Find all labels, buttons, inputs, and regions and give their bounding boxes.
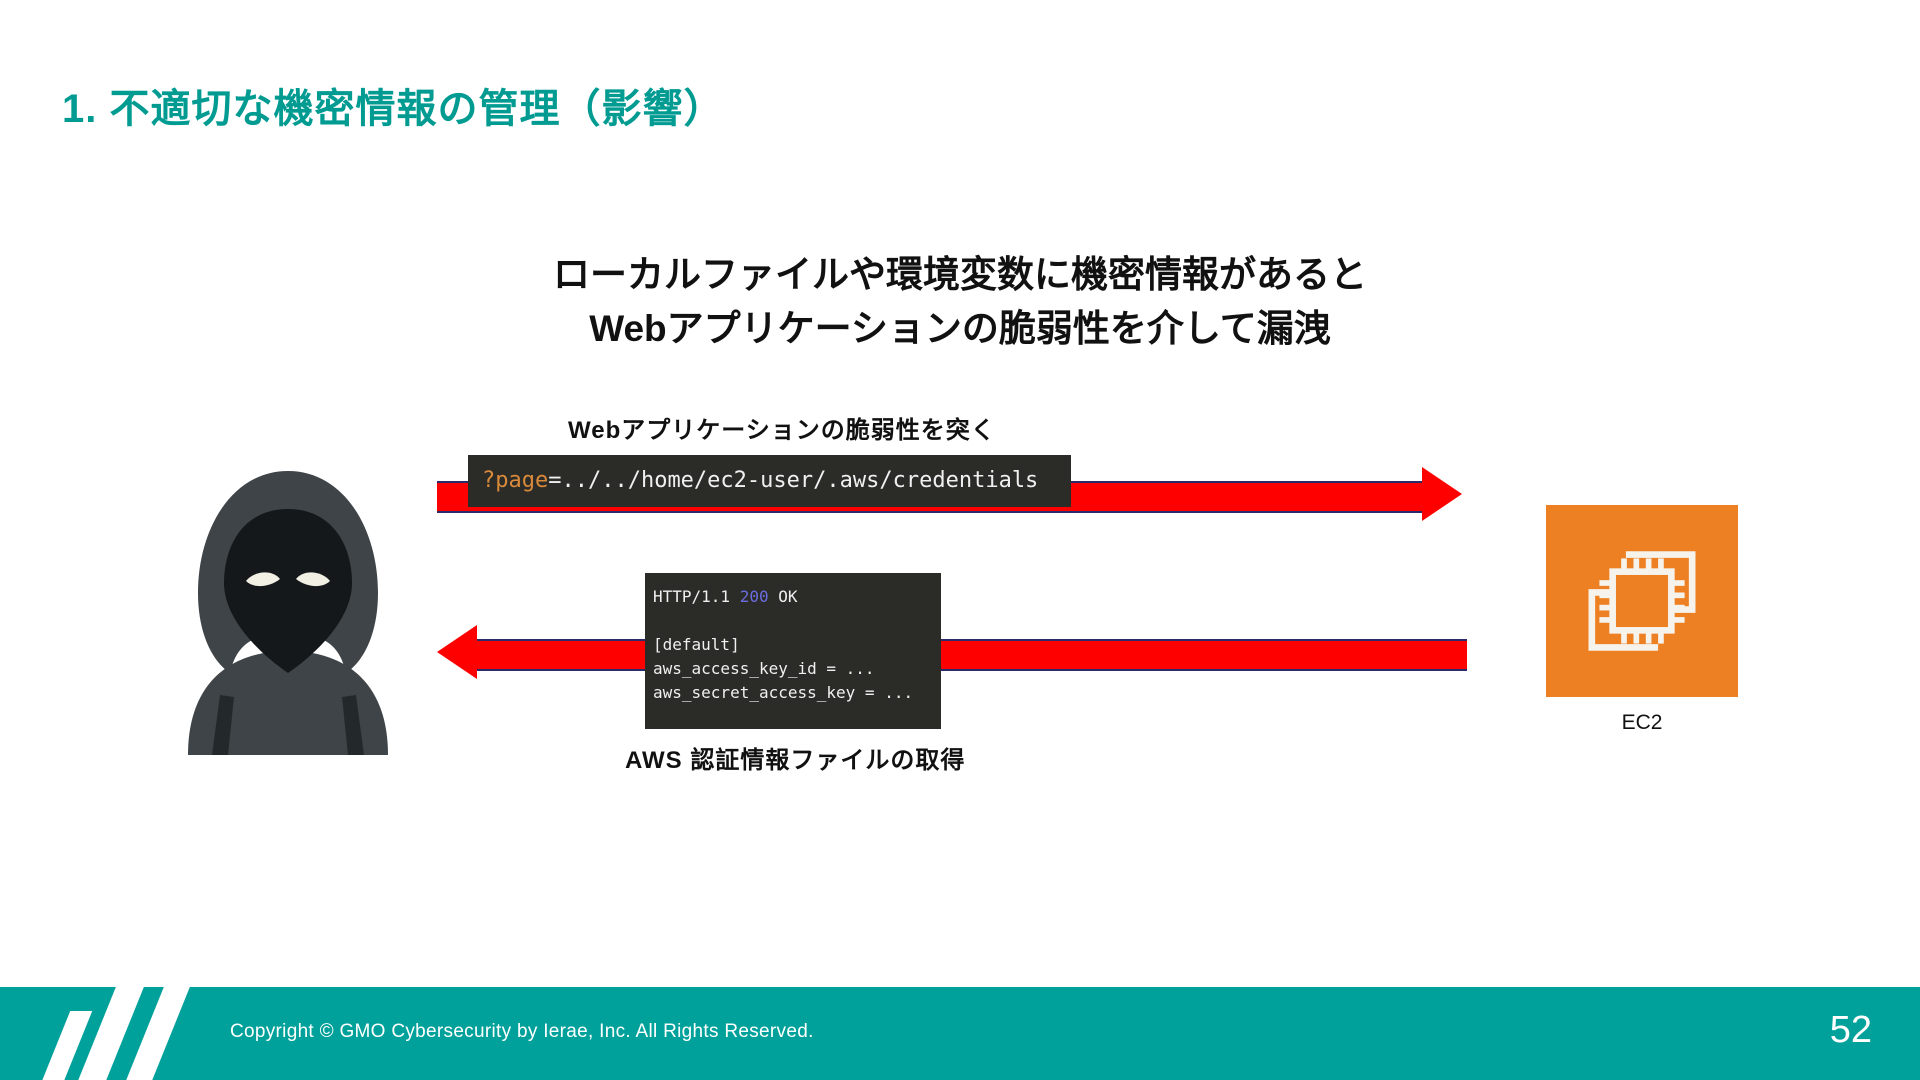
response-code-profile: [default] bbox=[653, 635, 740, 654]
response-label: AWS 認証情報ファイルの取得 bbox=[625, 747, 966, 774]
hooded-hacker-icon bbox=[168, 465, 408, 755]
response-code-status: 200 bbox=[739, 587, 769, 606]
slide-footer: Copyright © GMO Cybersecurity by Ierae, … bbox=[0, 987, 1920, 1080]
ec2-label: EC2 bbox=[1621, 711, 1663, 734]
response-arrow-head-icon bbox=[437, 625, 477, 679]
page-number: 52 bbox=[1829, 1009, 1872, 1051]
headline-line-1: ローカルファイルや環境変数に機密情報があると bbox=[553, 254, 1367, 295]
request-arrow-head-icon bbox=[1422, 467, 1462, 521]
response-code-secret-key: aws_secret_access_key = ... bbox=[653, 683, 914, 702]
headline-line-2: Webアプリケーションの脆弱性を介して漏洩 bbox=[589, 308, 1331, 349]
response-code-block: HTTP/1.1 200 OK [default] aws_access_key… bbox=[645, 573, 941, 729]
request-label: Webアプリケーションの脆弱性を突く bbox=[568, 417, 996, 444]
ec2-node: EC2 bbox=[1546, 505, 1738, 735]
copyright-text: Copyright © GMO Cybersecurity by Ierae, … bbox=[230, 1021, 814, 1042]
aws-ec2-icon bbox=[1546, 505, 1738, 697]
response-arrow-shaft bbox=[477, 639, 1467, 671]
page-title: 1. 不適切な機密情報の管理（影響） bbox=[62, 87, 725, 131]
response-code-access-key: aws_access_key_id = ... bbox=[653, 659, 875, 678]
request-code-path: =../../home/ec2-user/.aws/credentials bbox=[548, 468, 1039, 493]
response-code-line-1b: OK bbox=[768, 587, 798, 606]
request-code-param: ?page bbox=[482, 468, 549, 493]
headline-block: ローカルファイルや環境変数に機密情報があると Webアプリケーションの脆弱性を介… bbox=[0, 248, 1920, 356]
request-code-block: ?page=../../home/ec2-user/.aws/credentia… bbox=[468, 455, 1071, 507]
response-arrow bbox=[437, 625, 1467, 681]
response-code-line-1a: HTTP/1.1 bbox=[653, 587, 740, 606]
attack-flow-diagram: Webアプリケーションの脆弱性を突く ?page=../../home/ec2-… bbox=[0, 417, 1920, 830]
